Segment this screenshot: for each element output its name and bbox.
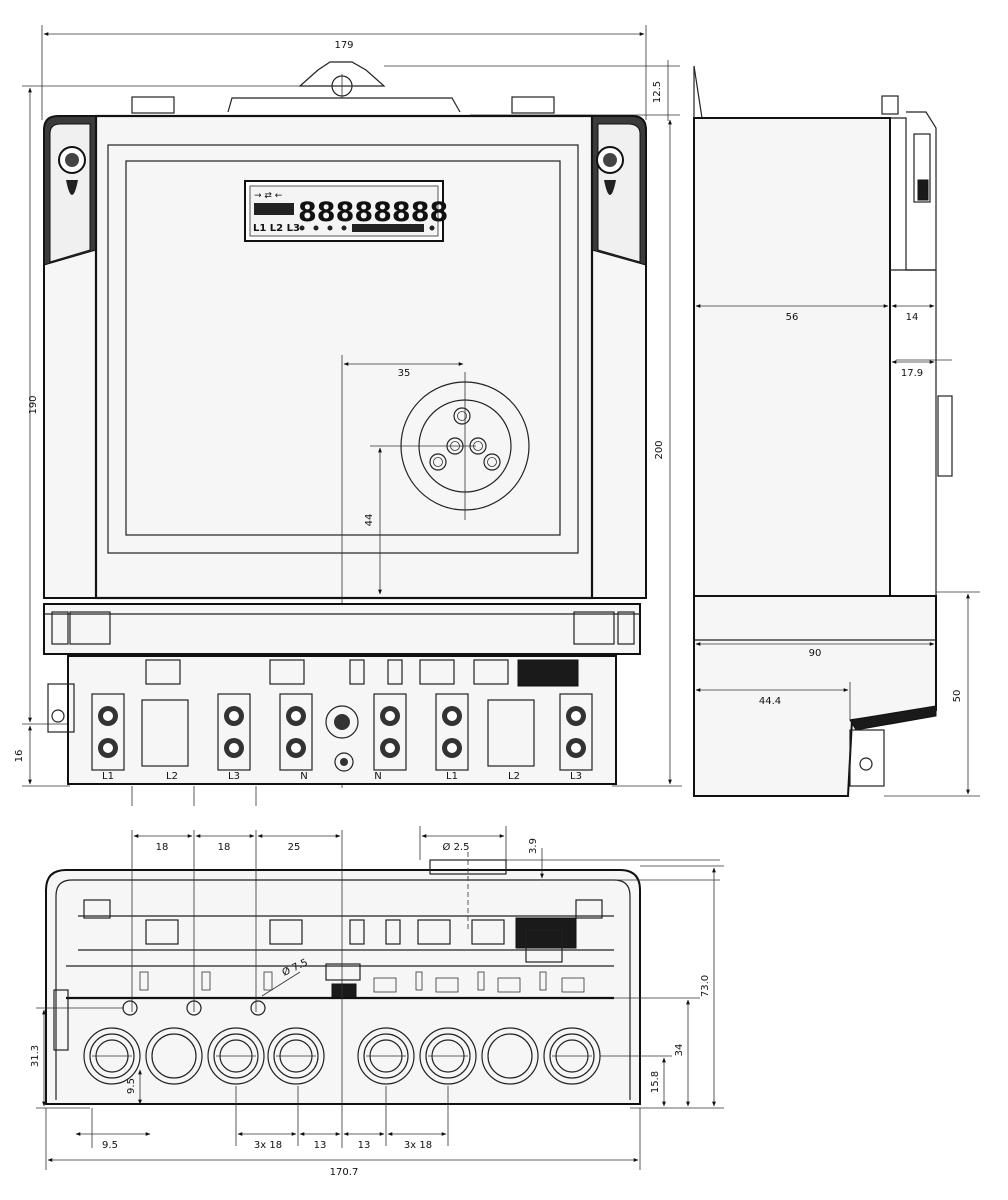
dim-text: 15.8 (650, 1071, 661, 1093)
lcd-phases: L1 L2 L3 (253, 223, 300, 234)
dim-text: 3.9 (528, 838, 539, 854)
terminal-labels: L1 L2 L3 N N L1 L2 L3 (102, 771, 582, 782)
dim-text: 16 (14, 750, 25, 763)
dim-text: 90 (809, 648, 822, 659)
lcd-display: → ⇄ ← 88888888 L1 L2 L3 (244, 180, 448, 242)
dim-text: 9.5 (126, 1078, 137, 1094)
dim-overall-width: 179 (41, 25, 647, 120)
dim-text: 14 (906, 312, 919, 323)
dim-text: 17.9 (901, 368, 923, 379)
seal-screw-right (596, 146, 624, 195)
dim-text: 9.5 (102, 1140, 118, 1151)
dim-text: 50 (952, 690, 963, 703)
front-view: 179 12.5 (14, 25, 682, 806)
terminal-label: L3 (570, 771, 582, 782)
dim-text: 18 (156, 842, 169, 853)
dim-side-lower: 90 44.4 50 (695, 591, 980, 797)
dim-text: 190 (28, 395, 39, 414)
dim-text: 18 (218, 842, 231, 853)
lcd-arrows: → ⇄ ← (254, 191, 283, 201)
hanging-bracket (131, 61, 555, 114)
dim-side-upper: 56 14 17.9 (695, 304, 935, 379)
meter-housing (43, 114, 647, 600)
terminal-label: L1 (446, 771, 458, 782)
terminal-screws (91, 693, 593, 772)
terminal-label: L2 (166, 771, 178, 782)
terminal-label: L2 (508, 771, 520, 782)
dim-top-offset: 12.5 (384, 60, 680, 121)
dim-text: 200 (654, 440, 665, 459)
dim-text: 35 (398, 368, 411, 379)
dim-text: 56 (786, 312, 799, 323)
dim-text: 13 (314, 1140, 327, 1151)
dim-text: 44 (364, 514, 375, 527)
dim-text: 34 (674, 1044, 685, 1057)
terminal-label: L1 (102, 771, 114, 782)
cable-entries (83, 1027, 601, 1085)
terminal-label: L3 (228, 771, 240, 782)
dim-bottom: 18 18 25 Ø 2.5 3.9 73.0 34 15.8 31.3 9.5… (30, 826, 724, 1178)
dim-text: 12.5 (652, 81, 663, 103)
terminal-cover (43, 603, 641, 655)
dim-text: 170.7 (330, 1167, 359, 1178)
dim-text: 31.3 (30, 1045, 41, 1067)
dim-text: 179 (334, 40, 353, 51)
dim-text: 13 (358, 1140, 371, 1151)
terminal-block: L1 L2 L3 N N L1 L2 L3 (47, 655, 617, 806)
bottom-view: 18 18 25 Ø 2.5 3.9 73.0 34 15.8 31.3 9.5… (30, 826, 724, 1178)
dim-socket: 35 44 (341, 355, 476, 788)
dim-text: 3x 18 (254, 1140, 282, 1151)
dim-text: 44.4 (759, 696, 781, 707)
dim-height-right: 200 (612, 119, 682, 787)
seal-screw-left (58, 146, 86, 195)
dim-height-left: 190 16 (14, 85, 300, 787)
dim-text: Ø 2.5 (443, 841, 470, 853)
terminal-label: N (300, 771, 307, 782)
terminal-label: N (374, 771, 381, 782)
side-view: 56 14 17.9 90 44.4 50 (693, 65, 980, 797)
dim-text: 73.0 (700, 975, 711, 997)
dim-text: 25 (288, 842, 301, 853)
lcd-digits: 88888888 (298, 197, 448, 228)
dim-text: 3x 18 (404, 1140, 432, 1151)
